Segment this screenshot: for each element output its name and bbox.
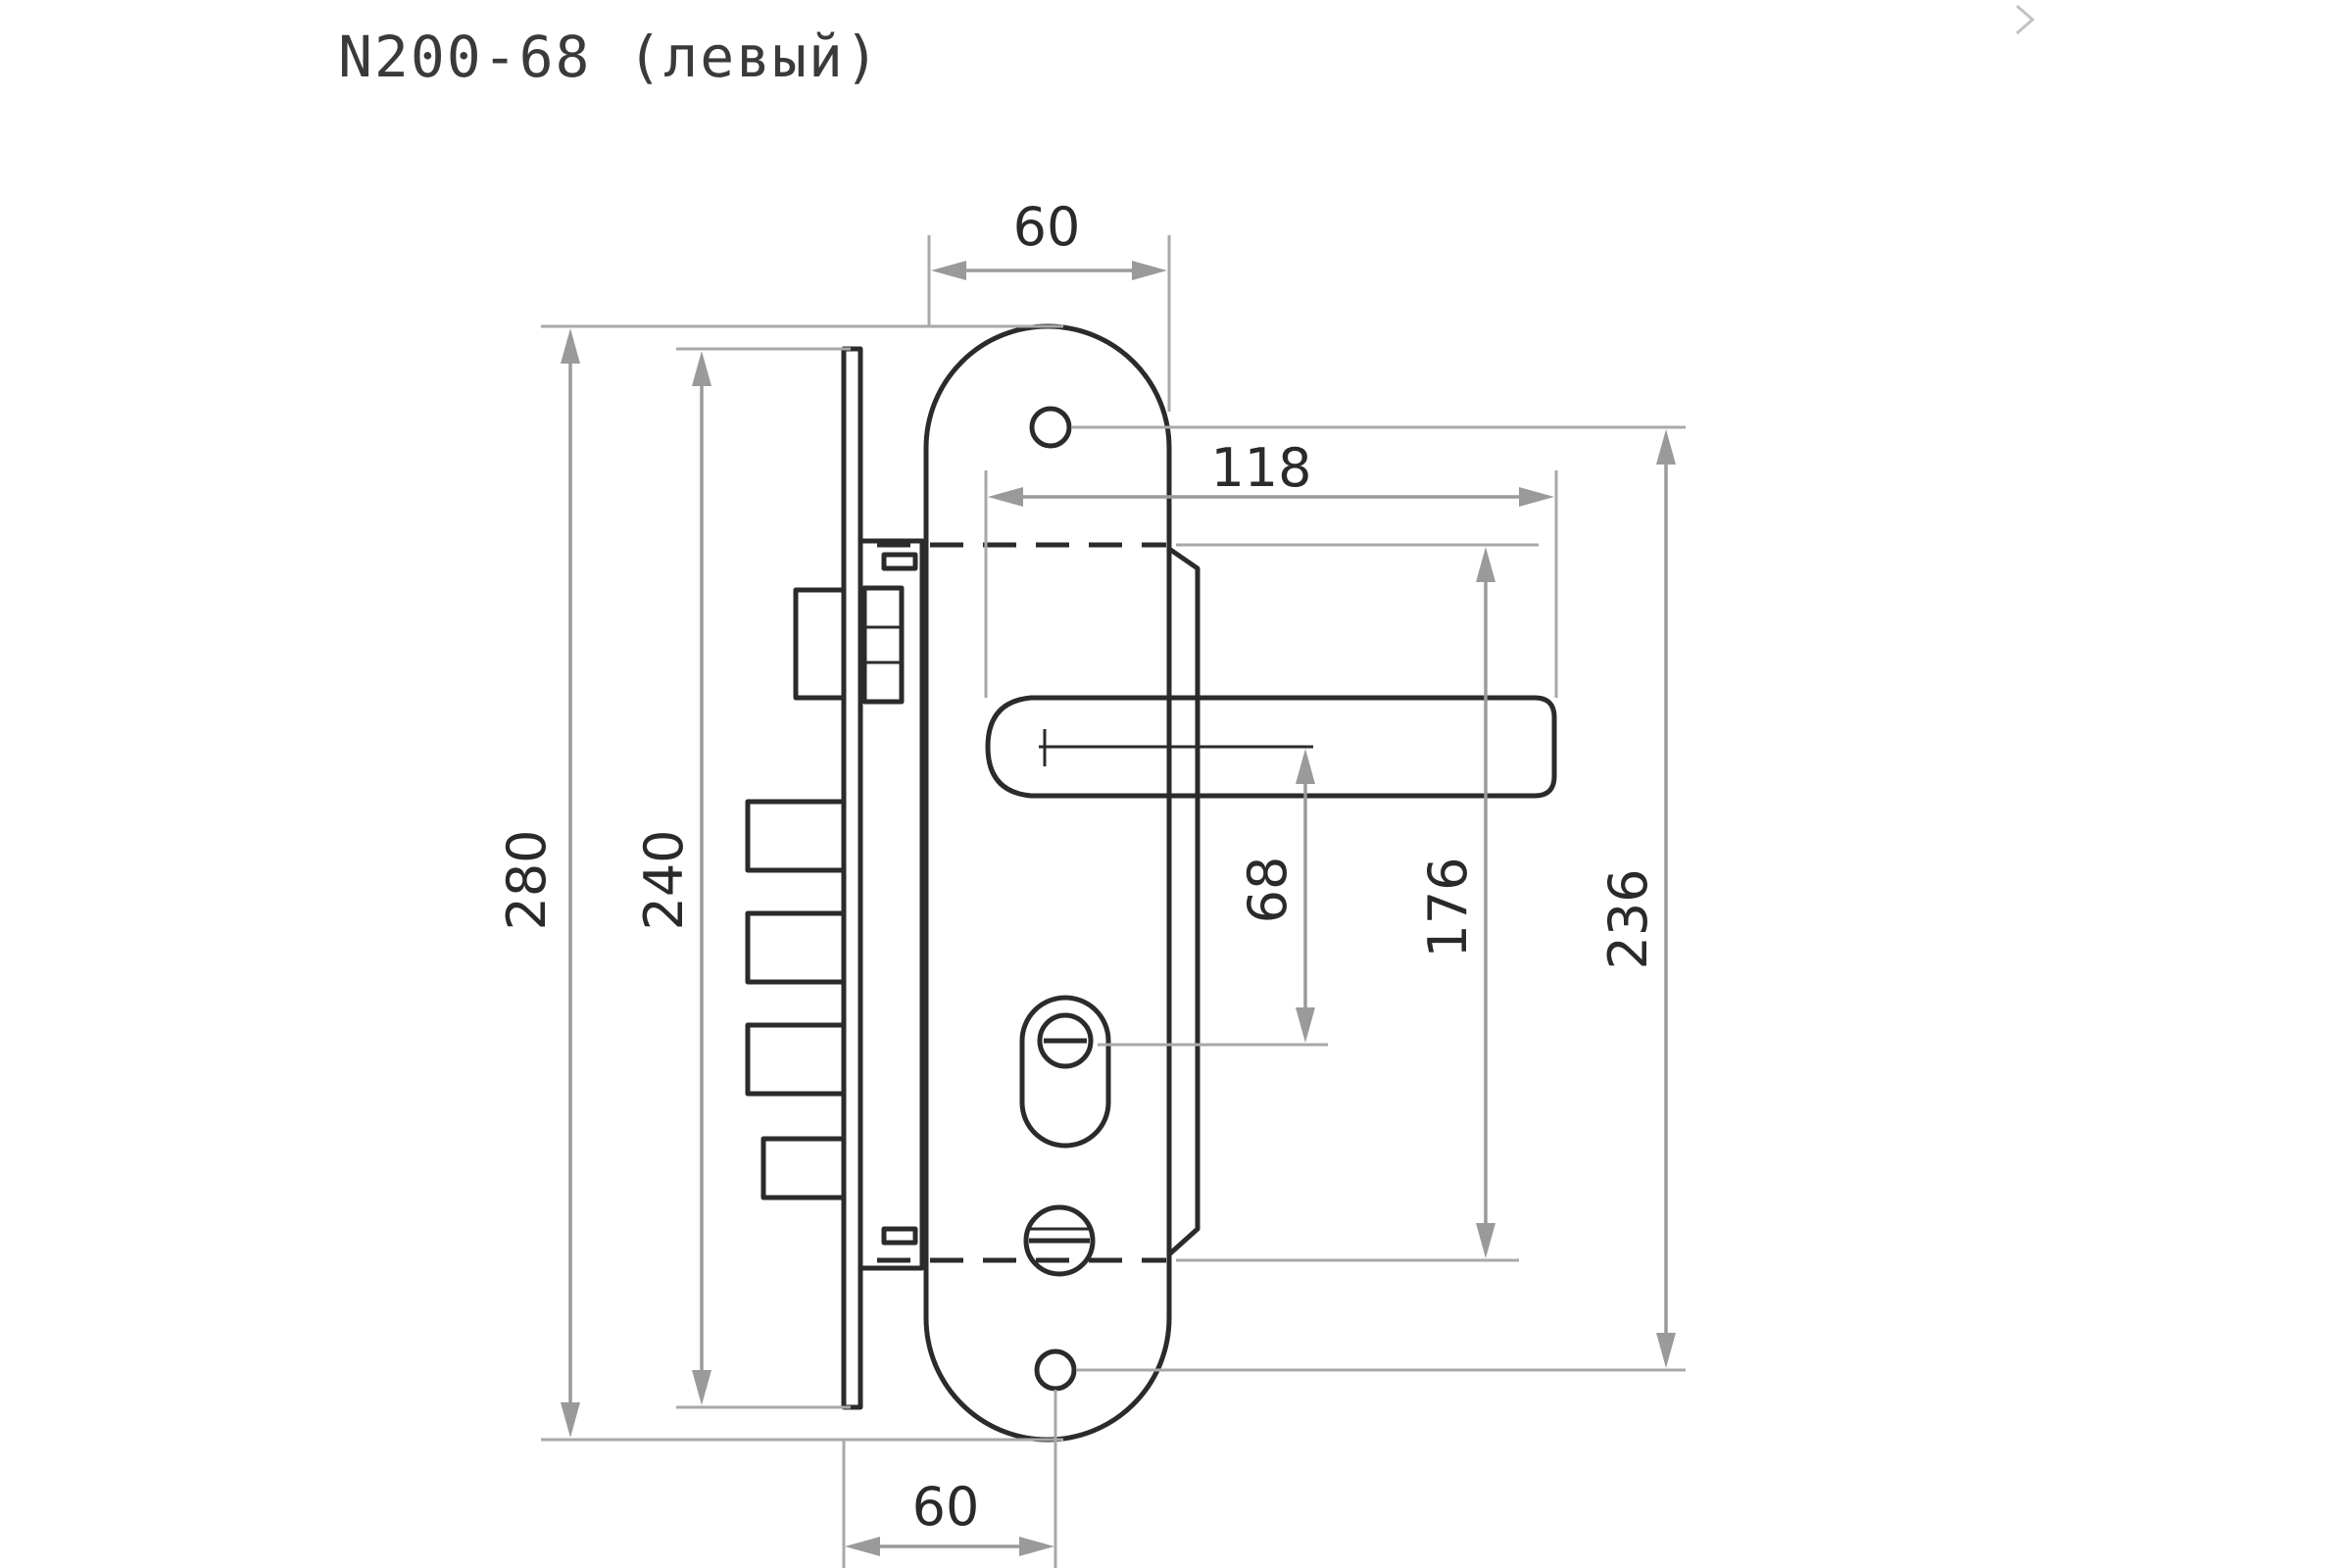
cylinder-hole	[1019, 995, 1111, 1149]
lock-faceplate	[841, 346, 863, 1410]
dim-label-68: 68	[1237, 857, 1298, 924]
latch-bolt	[793, 587, 847, 701]
dead-bolt-2	[745, 910, 847, 985]
dim-label-236: 236	[1597, 868, 1659, 969]
dim-mount-spacing: 176	[1417, 547, 1495, 1258]
dead-bolt-4	[760, 1136, 847, 1200]
thumb-turn	[1023, 1204, 1096, 1277]
extension-lines	[541, 235, 1686, 1568]
dim-escutcheon-width: 60	[931, 196, 1167, 280]
dim-backset: 60	[845, 1476, 1054, 1556]
mortise-lock	[745, 346, 925, 1410]
dim-label-60-bottom: 60	[912, 1476, 980, 1538]
door-handle-lever	[985, 695, 1557, 799]
lock-case-edge	[858, 538, 925, 1271]
case-slot-top	[881, 552, 918, 571]
dim-handle-length: 118	[988, 437, 1554, 507]
dim-faceplate-height: 240	[633, 351, 711, 1405]
dim-label-176: 176	[1417, 857, 1479, 957]
dim-label-280: 280	[496, 829, 558, 930]
bottom-screw-hole	[1034, 1348, 1077, 1392]
dead-bolt-3	[745, 1022, 847, 1097]
cylinder-cam	[1037, 1012, 1094, 1069]
dim-label-240: 240	[633, 829, 695, 930]
dim-overall-height: 280	[496, 328, 580, 1438]
dim-handle-to-cylinder: 68	[1237, 749, 1315, 1043]
dim-label-60-top: 60	[1013, 196, 1081, 258]
top-screw-hole	[1029, 406, 1072, 449]
latch-guide	[861, 585, 905, 705]
model-title: N200-68 (левый)	[338, 24, 881, 90]
case-slot-bottom	[881, 1226, 918, 1246]
dead-bolt-1	[745, 799, 847, 873]
escutcheon-side	[1167, 546, 1200, 1256]
dim-label-118: 118	[1210, 437, 1311, 499]
chevron-right-icon[interactable]	[2016, 4, 2035, 35]
dim-hole-spacing: 236	[1597, 429, 1676, 1368]
